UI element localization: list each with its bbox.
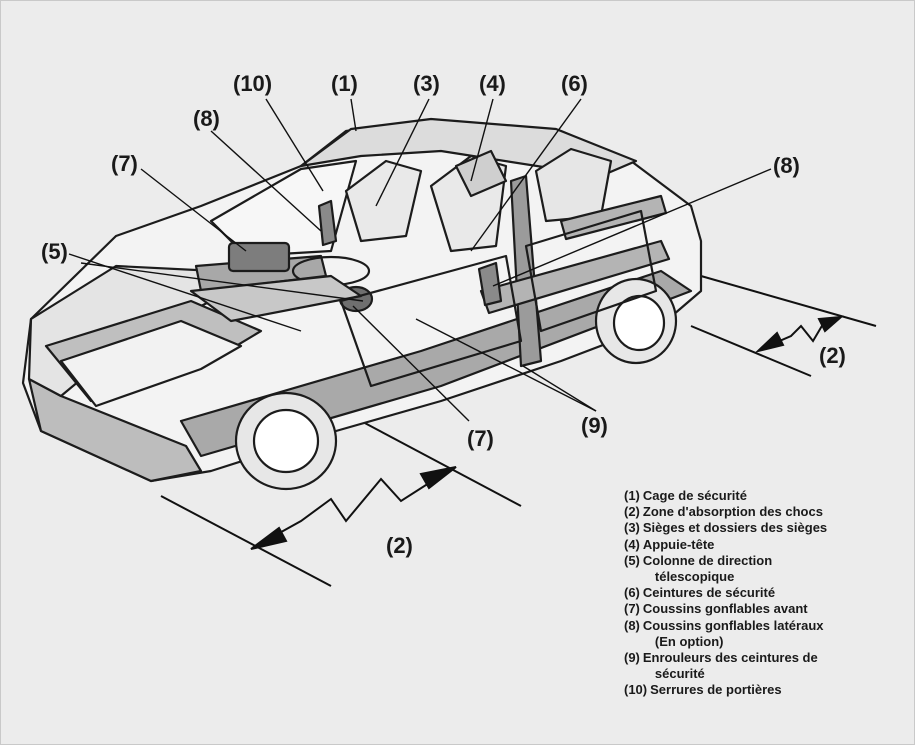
rear-crumple-zone-graphic (690, 275, 877, 377)
legend-text: Enrouleurs des ceintures de sécurité (643, 650, 914, 682)
legend-text-line: Coussins gonflables latéraux (642, 617, 824, 633)
legend-text-continuation: (En option) (654, 633, 724, 649)
legend-item: (2) Zone d'absorption des chocs (624, 504, 914, 520)
legend-number: (6) (624, 585, 640, 601)
callout-2-bottom: (2) (386, 533, 413, 558)
callout-9: (9) (581, 413, 608, 438)
callout-2-right: (2) (819, 343, 846, 368)
callout-4: (4) (479, 71, 506, 96)
legend-number: (9) (624, 650, 640, 666)
car-body (21, 117, 703, 491)
legend-number: (5) (624, 552, 640, 568)
callout-3: (3) (413, 71, 440, 96)
legend-number: (3) (624, 520, 640, 536)
front-crumple-zone-graphic (160, 420, 522, 587)
legend-item: (10) Serrures de portières (624, 682, 914, 698)
callout-10: (10) (233, 71, 272, 96)
legend-item: (5) Colonne de direction télescopique (624, 553, 914, 585)
callout-1: (1) (331, 71, 358, 96)
legend-text: Serrures de portières (650, 682, 782, 698)
legend-text: Colonne de direction télescopique (643, 553, 914, 585)
legend-text: Coussins gonflables latéraux (En option) (643, 618, 914, 650)
legend-number: (1) (624, 488, 640, 503)
legend-item: (4) Appuie-tête (624, 537, 914, 553)
legend-text-line: Colonne de direction (642, 552, 773, 568)
callout-5: (5) (41, 239, 68, 264)
legend-text: Zone d'absorption des chocs (642, 504, 823, 520)
legend-text: Appuie-tête (642, 536, 715, 552)
callout-7-left: (7) (111, 151, 138, 176)
legend-number: (4) (624, 536, 640, 552)
legend-number: (8) (624, 617, 640, 633)
legend-item: (3) Sièges et dossiers des sièges (624, 520, 914, 536)
legend-text-continuation: télescopique (654, 569, 735, 585)
legend-text: Coussins gonflables avant (642, 601, 808, 617)
callout-8-right: (8) (773, 153, 800, 178)
callout-7-bottom: (7) (467, 426, 494, 451)
legend-item: (9) Enrouleurs des ceintures de sécurité (624, 650, 914, 682)
legend-text: Ceintures de sécurité (642, 585, 776, 601)
legend-text-line: Enrouleurs des ceintures de (642, 650, 818, 666)
legend-number: (2) (624, 504, 640, 520)
legend-text-continuation: sécurité (654, 666, 705, 682)
leader-lines (68, 98, 772, 422)
legend: (1) Cage de sécurité (2) Zone d'absorpti… (624, 488, 914, 699)
legend-item: (1) Cage de sécurité (624, 488, 914, 504)
legend-item: (8) Coussins gonflables latéraux (En opt… (624, 618, 914, 650)
legend-number: (7) (624, 601, 640, 617)
legend-item: (7) Coussins gonflables avant (624, 601, 914, 617)
legend-number: (10) (624, 682, 648, 698)
legend-text: Cage de sécurité (642, 488, 747, 503)
legend-text: Sièges et dossiers des sièges (642, 520, 828, 536)
callout-6: (6) (561, 71, 588, 96)
callout-8-left: (8) (193, 106, 220, 131)
legend-item: (6) Ceintures de sécurité (624, 585, 914, 601)
